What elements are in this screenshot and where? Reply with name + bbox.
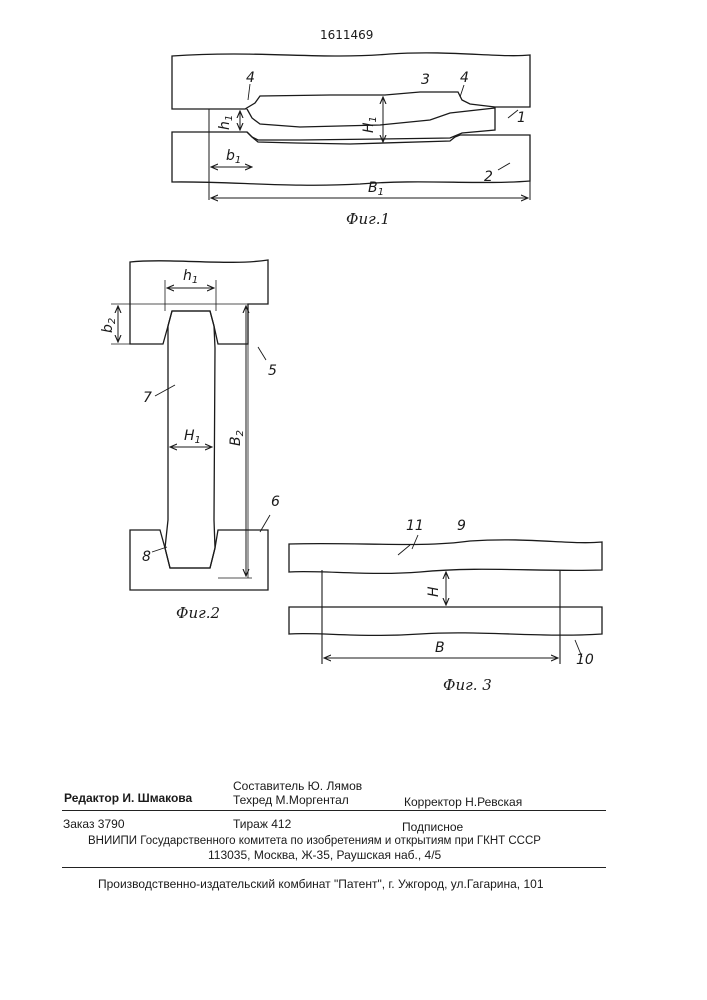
fig3-lower-plate [289,607,602,635]
fig1-label-2: 2 [484,169,493,185]
footer-print-run: Тираж 412 [233,817,291,831]
fig1-label-h1: h1 [217,115,235,130]
fig2-upper-die [130,260,268,344]
footer-order: Заказ 3790 [63,817,125,831]
fig1-label-H1: H1 [361,116,379,133]
fig2-label-6: 6 [271,494,280,510]
figure-2-labels: h1 b2 H1 B2 5 6 7 8 Фиг.2 [100,268,280,622]
fig1-upper-plate [172,53,530,109]
fig2-label-h1: h1 [183,268,198,286]
footer-org: ВНИИПИ Государственного комитета по изоб… [88,834,541,848]
svg-text:B2: B2 [228,430,246,446]
footer-compiler: Составитель Ю. Лямов [233,779,362,793]
footer-corrector: Корректор Н.Ревская [404,795,522,809]
fig1-label-b1: b1 [226,148,241,166]
footer-rule-bottom [62,867,606,868]
footer-address: 113035, Москва, Ж-35, Раушская наб., 4/5 [208,848,441,862]
figure-2 [111,260,270,590]
fig3-label-H: H [426,586,442,597]
fig3-label-9: 9 [457,518,466,534]
footer-techred: Техред М.Моргентал [233,793,349,807]
footer-editor: Редактор И. Шмакова [64,791,192,805]
patent-number: 1611469 [320,28,373,42]
fig3-label-B: B [435,640,445,656]
svg-text:H1: H1 [361,116,379,133]
fig1-label-1: 1 [517,110,526,126]
fig2-label-b2: b2 [100,318,118,333]
fig3-upper-plate [289,540,602,574]
fig1-label-4a: 4 [246,70,255,86]
fig3-label-11: 11 [406,518,424,534]
fig2-label-B2: B2 [228,430,246,446]
footer-publisher: Производственно-издательский комбинат "П… [98,877,544,891]
svg-text:h1: h1 [217,115,235,130]
figure-3 [289,535,602,664]
fig2-label-7: 7 [143,390,152,406]
fig2-caption: Фиг.2 [176,604,220,622]
fig2-label-8: 8 [142,549,151,565]
fig1-label-4b: 4 [460,70,469,86]
fig3-label-10: 10 [576,652,594,668]
figure-1-labels: 4 3 4 1 2 h1 H1 b1 B1 Фиг.1 [217,70,526,228]
svg-text:H: H [426,586,442,597]
fig1-caption: Фиг.1 [346,210,390,228]
fig3-caption: Фиг. 3 [443,676,492,694]
fig1-label-3: 3 [421,72,430,88]
fig2-label-5: 5 [268,363,277,379]
footer-subscription: Подписное [402,820,463,834]
fig2-label-H1: H1 [184,428,201,446]
svg-text:b2: b2 [100,318,118,333]
footer-rule-top [62,810,606,811]
